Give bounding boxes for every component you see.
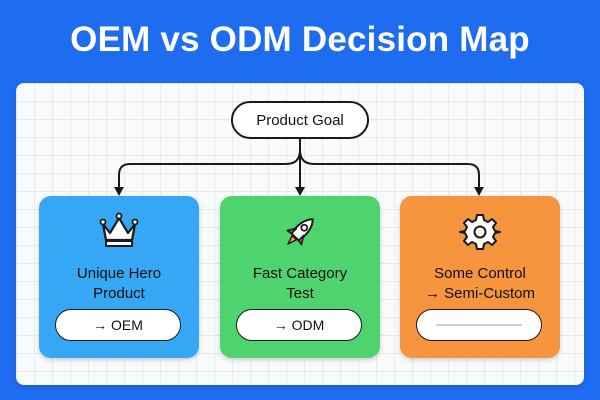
placeholder-line <box>436 324 522 326</box>
branch-label: Some Control → Semi-Custom <box>424 265 536 302</box>
product-goal-node: Product Goal <box>231 101 369 139</box>
connector-trunk <box>285 139 301 165</box>
rocket-icon <box>220 210 380 254</box>
arrowhead-left <box>114 187 124 196</box>
result-pill-odm: → ODM <box>236 309 362 341</box>
connector-horizontal <box>118 163 286 188</box>
branch-label: Unique Hero Product <box>76 265 162 302</box>
result-pill-oem: → OEM <box>55 309 181 341</box>
result-pill-empty <box>416 309 542 341</box>
branch-card-fast-test: Fast Category Test → ODM <box>220 196 380 358</box>
branch-label: Fast Category Test <box>252 265 348 302</box>
diagram-title: OEM vs ODM Decision Map <box>70 20 530 59</box>
crown-icon <box>39 210 199 254</box>
connector-horizontal-right <box>314 163 480 188</box>
gear-icon <box>400 210 560 254</box>
branch-card-unique-hero: Unique Hero Product → OEM <box>39 196 199 358</box>
connector-trunk-right <box>299 149 315 165</box>
branch-card-some-control: Some Control → Semi-Custom <box>400 196 560 358</box>
arrowhead-right <box>474 187 484 196</box>
arrowhead-center <box>295 187 305 196</box>
